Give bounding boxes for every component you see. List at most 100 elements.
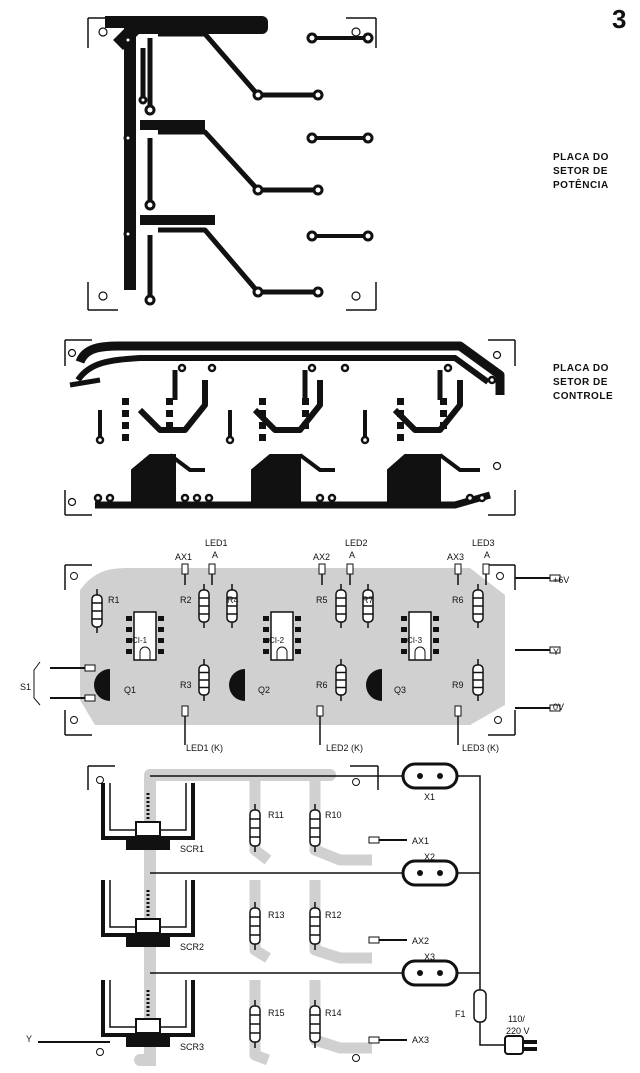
ic-pin (433, 627, 439, 632)
pin-terminal (454, 705, 462, 717)
anode-label: A (484, 550, 490, 560)
ic-notch (414, 646, 426, 660)
ic-body (133, 611, 157, 661)
transistor-label: Q2 (258, 685, 270, 695)
ic-pin (295, 638, 301, 643)
ax-label: AX3 (447, 552, 464, 562)
scr-label: SCR3 (180, 1042, 204, 1052)
resistor-label: R3 (180, 680, 192, 690)
ic-notch (139, 646, 151, 660)
wire-terminal (368, 1036, 380, 1044)
pin-terminal (181, 705, 189, 717)
scr-label: SCR2 (180, 942, 204, 952)
ic-pin (401, 627, 407, 632)
pin-terminal (316, 705, 324, 717)
led-label: LED2 (345, 538, 368, 548)
pin-terminal (454, 563, 462, 575)
ic-pin (158, 638, 164, 643)
heatsink (101, 783, 195, 840)
ic-pin (126, 616, 132, 621)
pin-terminal (346, 563, 354, 575)
fuse-label: F1 (455, 1009, 466, 1019)
caption-line: PLACA DO (553, 363, 609, 374)
plug-prong (523, 1040, 537, 1044)
terminal-label: +6V (553, 575, 569, 585)
scr-body (126, 1037, 170, 1047)
ic-pin (401, 616, 407, 621)
pin-terminal (208, 563, 216, 575)
heatsink (101, 880, 195, 937)
socket-label: X1 (424, 792, 435, 802)
ic-label: CI-3 (407, 636, 423, 645)
socket (401, 959, 459, 987)
scr-nut (135, 918, 161, 934)
resistor-label: R6 (316, 680, 328, 690)
scr-body (126, 840, 170, 850)
wire-terminal (84, 694, 96, 702)
led-label: LED1 (205, 538, 228, 548)
control-pcb-pads (122, 398, 447, 441)
wire-terminal (549, 574, 561, 582)
socket-hole (417, 970, 423, 976)
ic-pin (295, 616, 301, 621)
ax-label: AX1 (412, 836, 429, 846)
ic-pin (263, 649, 269, 654)
transistor-label: Q3 (394, 685, 406, 695)
wire-terminal (368, 936, 380, 944)
caption-placa-controle: PLACA DO SETOR DE CONTROLE (553, 362, 613, 404)
resistor-label: R2 (180, 595, 192, 605)
ic-pin (126, 649, 132, 654)
terminal-label: Y (553, 647, 559, 657)
y-label: Y (26, 1034, 32, 1044)
socket (401, 762, 459, 790)
ic-pin (295, 649, 301, 654)
ic-body (408, 611, 432, 661)
wire-terminal (84, 664, 96, 672)
terminal-label: 0V (553, 702, 564, 712)
ic-pin (126, 638, 132, 643)
mains-label: 220 V (506, 1026, 530, 1036)
socket-hole (437, 970, 443, 976)
caption-line: SETOR DE (553, 377, 608, 388)
resistor-label: R10 (325, 810, 342, 820)
caption-line: SETOR DE (553, 166, 608, 177)
caption-line: PLACA DO (553, 152, 609, 163)
caption-line: CONTROLE (553, 391, 614, 402)
mains-plug (504, 1035, 524, 1055)
resistor-label: R1 (108, 595, 120, 605)
resistor-label: R14 (325, 1008, 342, 1018)
pin-terminal (181, 563, 189, 575)
caption-placa-potencia: PLACA DO SETOR DE POTÊNCIA (553, 151, 609, 193)
resistor-label: R12 (325, 910, 342, 920)
ax-label: AX2 (412, 936, 429, 946)
ic-label: CI-2 (269, 636, 285, 645)
power-labels: SCR1 SCR2 SCR3 R11 R10 R13 R12 R15 R14 A… (26, 792, 530, 1052)
ic-pin (158, 649, 164, 654)
resistor-label: R15 (268, 1008, 285, 1018)
fuse-body (473, 989, 487, 1023)
resistor-label: R9 (452, 680, 464, 690)
switch-label: S1 (20, 682, 31, 692)
resistor-label: R7 (362, 595, 374, 605)
cathode-label: LED3 (K) (462, 743, 499, 753)
control-component-layout (33, 563, 561, 745)
anode-label: A (349, 550, 355, 560)
ic-pin (158, 627, 164, 632)
transistor-body (94, 669, 110, 701)
caption-line: POTÊNCIA (553, 180, 609, 191)
socket-label: X3 (424, 952, 435, 962)
resistor-label: R4 (227, 595, 239, 605)
pin-terminal (318, 563, 326, 575)
resistor-label: R5 (316, 595, 328, 605)
ax-label: AX3 (412, 1035, 429, 1045)
anode-label: A (212, 550, 218, 560)
resistor-label: R6 (452, 595, 464, 605)
plug-prong (523, 1047, 537, 1051)
transistor-label: Q1 (124, 685, 136, 695)
socket-hole (437, 870, 443, 876)
heatsink (101, 980, 195, 1037)
pin-terminal (482, 563, 490, 575)
ic-pin (263, 627, 269, 632)
ic-pin (401, 649, 407, 654)
ic-pin (126, 627, 132, 632)
